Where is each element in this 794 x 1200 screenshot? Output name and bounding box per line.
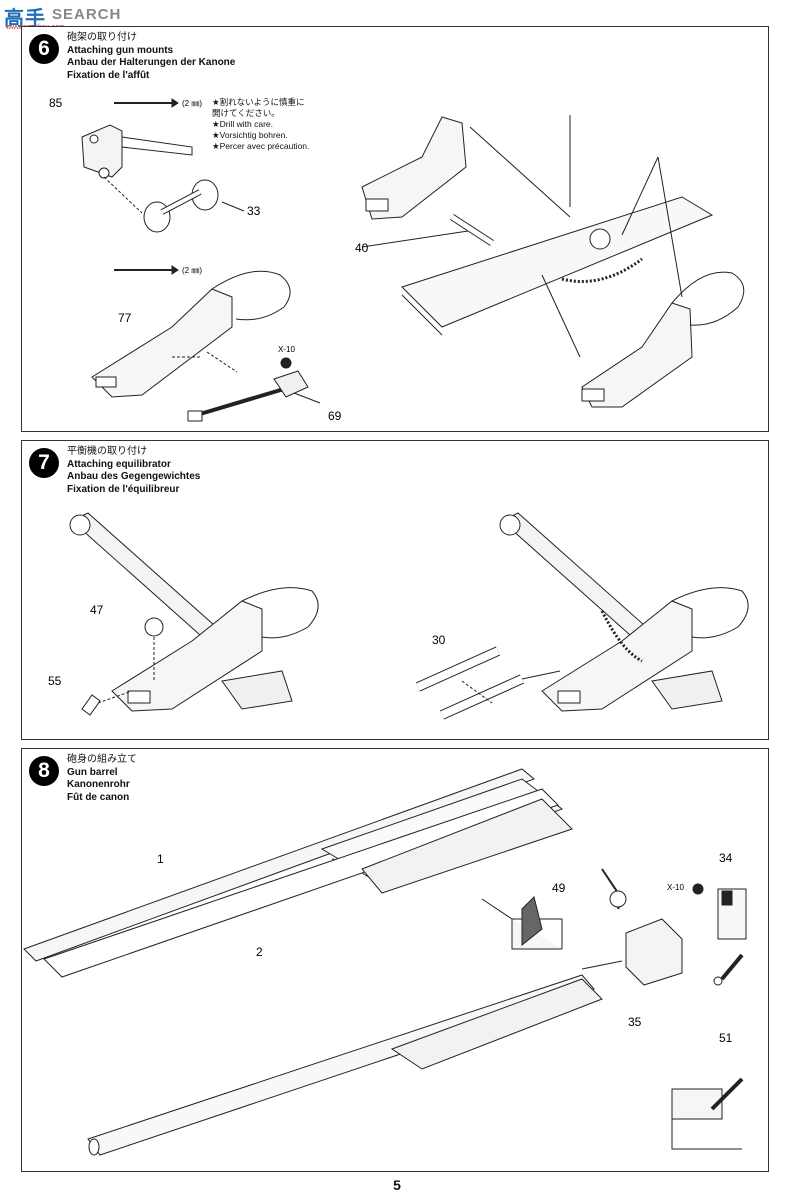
title-fr: Fût de canon [67,791,130,803]
drill-size-label: (2 ㎜) [182,99,202,108]
screw-label: X-10 [667,883,684,892]
step-6-illustration [81,98,745,422]
screw-label: X-10 [278,345,295,354]
title-fr: Fixation de l'affût [67,69,150,81]
note-line: 開けてください。 [212,108,280,118]
detail-inset-drawing [481,896,744,1150]
step-titles: 砲身の組み立て Gun barrel Kanonenrohr Fût de ca… [67,754,137,804]
note-line: ★Drill with care. [212,119,273,129]
part-33-drawing [143,179,245,233]
part-label-85: 85 [49,96,63,110]
step-number: 6 [29,34,59,64]
part-label-47: 47 [90,603,104,617]
part-2-drawing [43,788,573,978]
part-label-69: 69 [328,409,342,423]
drill-size-label: (2 ㎜) [182,266,202,275]
step-titles: 砲架の取り付け Attaching gun mounts Anbau der H… [67,32,235,82]
title-de: Anbau der Halterungen der Kanone [67,57,236,68]
title-en: Attaching gun mounts [67,44,174,56]
page-number: 5 [393,1177,401,1193]
part-label-1: 1 [157,852,164,866]
part-label-2: 2 [256,945,263,959]
part-69-drawing [187,357,321,422]
part-label-55: 55 [48,674,62,688]
title-ja: 砲架の取り付け [67,32,137,43]
part-1-drawing [23,768,564,962]
breech-parts-drawing [581,868,747,986]
title-de: Kanonenrohr [67,779,130,790]
step-titles: 平衡機の取り付け Attaching equilibrator Anbau de… [67,446,200,496]
step-number: 8 [29,756,59,786]
part-label-49: 49 [552,881,566,895]
left-mount-drawing [69,512,319,716]
note-line: ★Vorsichtig bohren. [212,130,288,140]
part-label-40: 40 [355,241,369,255]
title-ja: 平衡機の取り付け [67,446,147,457]
title-en: Gun barrel [67,766,118,778]
title-en: Attaching equilibrator [67,458,171,470]
part-label-35: 35 [628,1015,642,1029]
part-label-77: 77 [118,311,132,325]
part-40-assembly-drawing [361,115,745,408]
assembled-barrel-drawing [87,974,603,1156]
part-label-33: 33 [247,204,261,218]
part-label-34: 34 [719,851,733,865]
part-30-drawing [415,646,561,720]
step-8-illustration [23,768,747,1156]
step-number: 7 [29,448,59,478]
note-line: ★割れないように慎重に [212,97,305,107]
right-mount-drawing [499,512,749,712]
step-7-illustration [69,512,749,720]
note-line: ★Percer avec précaution. [212,141,310,151]
drill-icon [114,265,179,275]
part-77-drawing [91,270,291,398]
watermark-search: SEARCH [52,6,122,23]
step-8-panel: 8 砲身の組み立て Gun barrel Kanonenrohr Fût de … [21,748,769,1172]
step-7-panel: 7 平衡機の取り付け Attaching equilibrator Anbau … [21,440,769,740]
drill-icon [114,98,179,108]
part-85-drawing [81,124,193,214]
title-ja: 砲身の組み立て [67,754,137,765]
watermark-logo: 高手 [4,8,46,30]
part-label-51: 51 [719,1031,733,1045]
drill-note: ★割れないように慎重に 開けてください。 ★Drill with care. ★… [212,97,309,152]
title-de: Anbau des Gegengewichtes [67,471,201,482]
title-fr: Fixation de l'équilibreur [67,483,180,495]
step-6-panel: 6 砲架の取り付け Attaching gun mounts Anbau der… [21,26,769,432]
part-label-30: 30 [432,633,446,647]
